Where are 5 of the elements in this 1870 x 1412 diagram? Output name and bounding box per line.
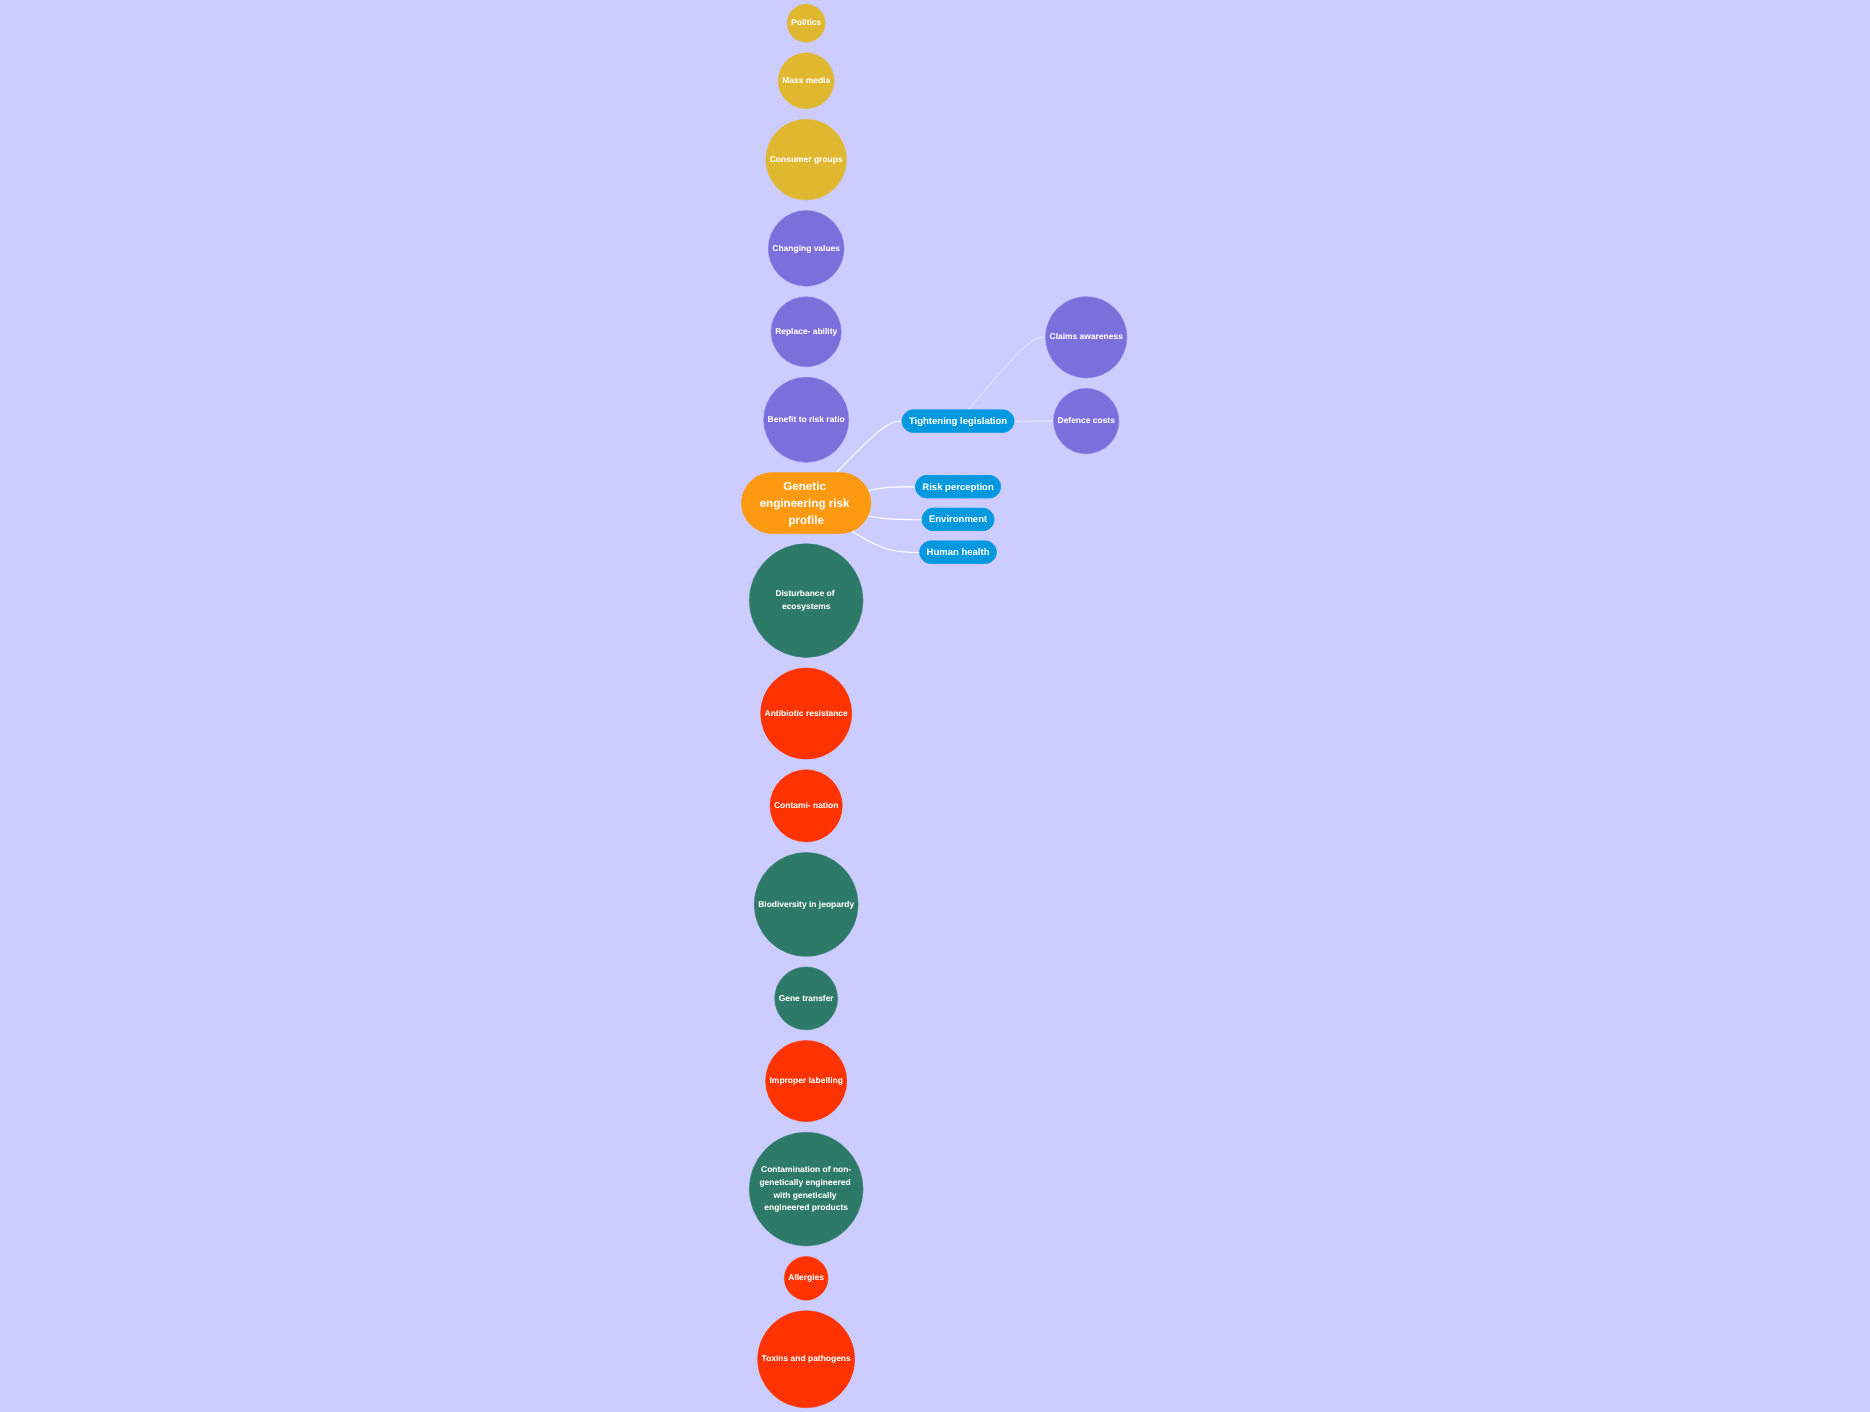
connector [868, 486, 918, 492]
connector [967, 336, 1047, 411]
connector [868, 515, 924, 521]
connector [852, 530, 922, 553]
connector [836, 420, 904, 474]
